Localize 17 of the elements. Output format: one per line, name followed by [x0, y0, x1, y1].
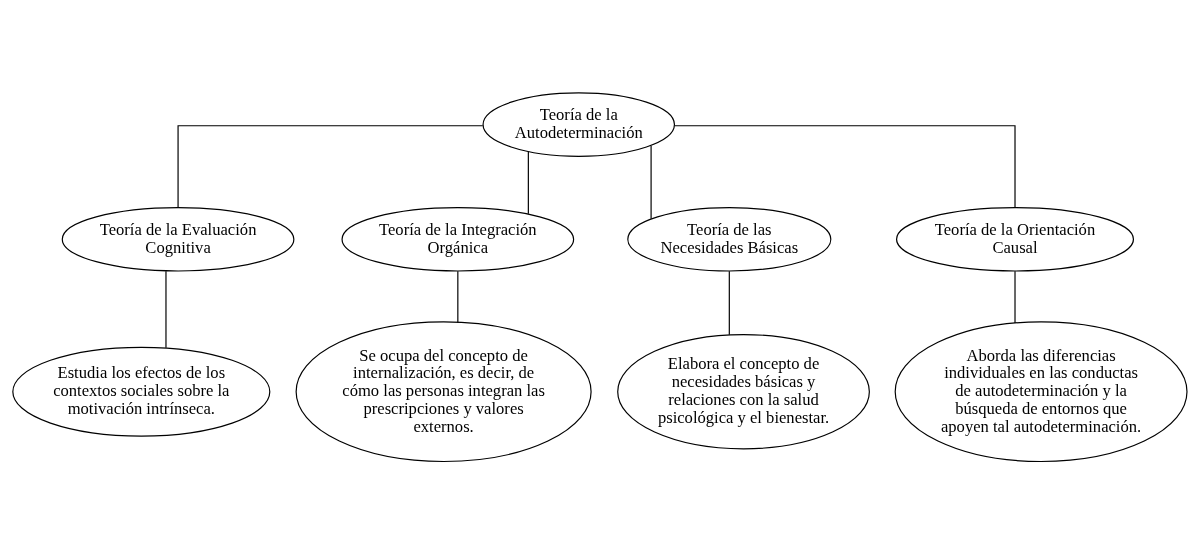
connector [728, 270, 730, 336]
node-ellipse: Teoría de las Necesidades Básicas [627, 207, 832, 272]
node-ellipse: Teoría de la Evaluación Cognitiva [61, 207, 295, 272]
node-ellipse: Estudia los efectos de los contextos sociales sobre la motivación intrínseca. [12, 346, 271, 437]
node-ellipse: Elabora el concepto de necesidades básicas y relaciones con la salud psicológica y el bienestar. [617, 334, 870, 450]
node-ellipse: Teoría de la Integración Orgánica [341, 207, 575, 272]
connector [1014, 270, 1016, 324]
node-ellipse: Se ocupa del concepto de internalización, es decir, de cómo las personas integran las prescripciones y valores externos. [295, 321, 592, 463]
connector [527, 151, 529, 215]
connector [457, 270, 459, 324]
node-ellipse: Aborda las diferencias individuales en las conductas de autodeterminación y la búsqueda de entornos que apoyen tal autodeterminación. [894, 321, 1188, 463]
connector [165, 270, 167, 349]
node-ellipse: Teoría de la Autodeterminación [482, 92, 676, 157]
connector [650, 145, 652, 220]
connector [673, 125, 1016, 208]
node-ellipse: Teoría de la Orientación Causal [896, 207, 1135, 272]
connector [177, 125, 484, 208]
